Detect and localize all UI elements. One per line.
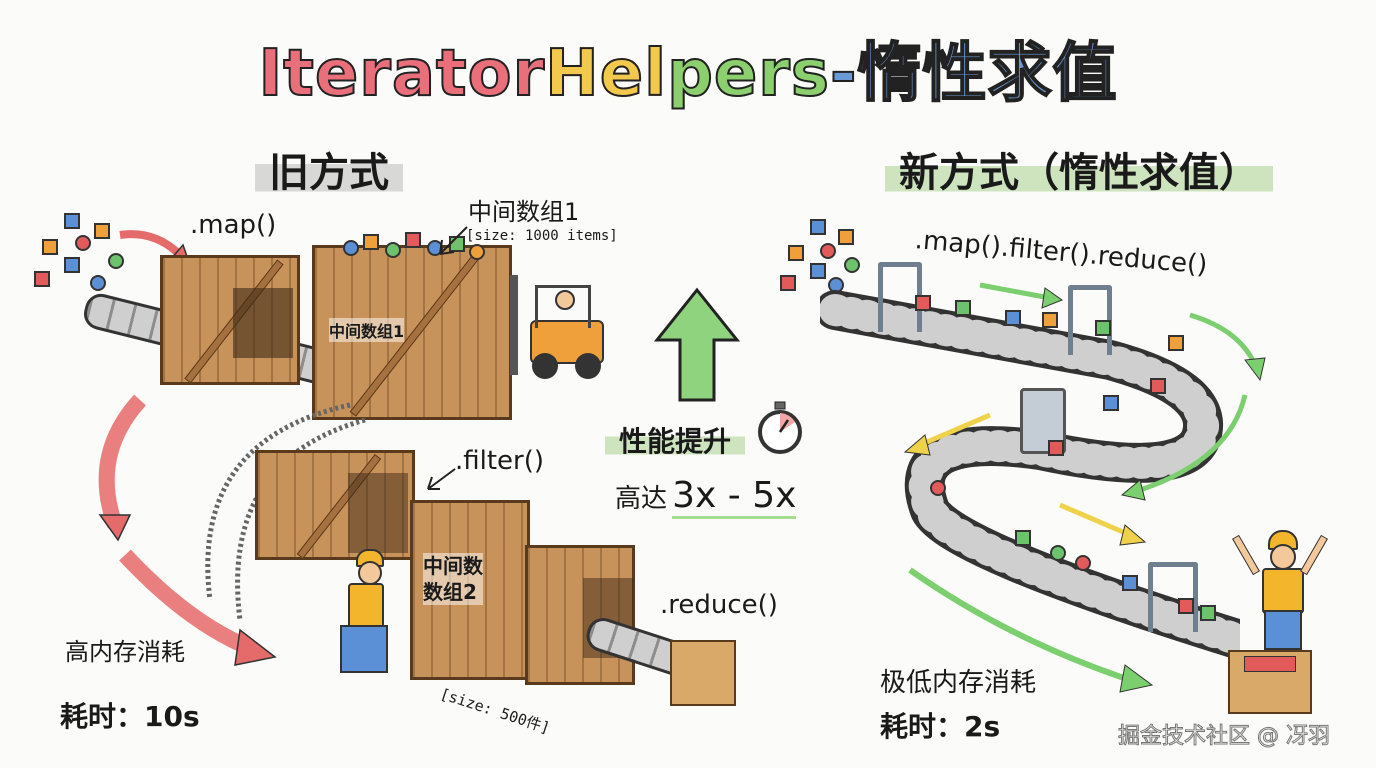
array1-crate-label: 中间数组1 xyxy=(329,318,405,342)
array1-title: 中间数组1 xyxy=(468,198,580,226)
array2-crate: 中间数 数组2 xyxy=(410,500,530,680)
cube-icon xyxy=(42,239,58,255)
map-label: .map() xyxy=(190,210,277,240)
red-curved-arrow-icon xyxy=(98,395,277,666)
title-part-iterator: Iterator xyxy=(257,36,546,112)
map-crate xyxy=(160,255,300,385)
title-part-helpers: Helpers xyxy=(544,36,830,112)
old-time-label: 耗时：10s xyxy=(60,700,200,733)
incoming-items xyxy=(30,205,150,295)
array1-size: [size: 1000 items] xyxy=(466,228,618,244)
winding-conveyor-belt xyxy=(820,290,1240,660)
cube-icon xyxy=(94,223,110,239)
cube-icon xyxy=(64,213,80,229)
speedup-prefix: 高达 xyxy=(615,484,668,514)
ball-icon xyxy=(108,253,124,269)
new-time-label: 耗时：2s xyxy=(880,710,1001,743)
filter-crate xyxy=(255,450,415,560)
title-part-dash: - xyxy=(829,36,858,112)
old-memory-label: 高内存消耗 xyxy=(65,638,185,666)
array1-crate: 中间数组1 xyxy=(312,232,512,420)
cube-icon xyxy=(64,257,80,273)
filter-label: .filter() xyxy=(455,446,545,476)
speedup-value: 3x - 5x xyxy=(672,475,797,519)
flow-arrows xyxy=(903,282,1266,693)
old-way-heading-text: 旧方式 xyxy=(255,150,403,196)
speedup: 高达 3x - 5x xyxy=(615,475,797,519)
happy-worker xyxy=(1232,520,1328,650)
new-way-heading-text: 新方式（惰性求值） xyxy=(885,150,1273,196)
watermark: 掘金技术社区 @ 冴羽 xyxy=(1118,724,1331,750)
reduce-label: .reduce() xyxy=(660,590,778,620)
new-way-heading: 新方式（惰性求值） xyxy=(885,140,1273,198)
performance-up-arrow-icon xyxy=(653,287,741,402)
output-box-icon xyxy=(670,640,736,706)
ball-icon xyxy=(75,235,91,251)
pointer-arrow-icon xyxy=(439,226,468,255)
driver-icon xyxy=(555,290,575,310)
incoming-items xyxy=(780,215,870,300)
title-part-lazy: 惰性求值 xyxy=(857,36,1118,112)
reduce-crate xyxy=(525,545,635,685)
chain-label: .map().filter().reduce() xyxy=(913,225,1209,281)
reduce-gate xyxy=(1148,562,1198,632)
tired-worker xyxy=(330,545,400,675)
page-title: Iterator Helpers - 惰性求值 xyxy=(0,22,1376,114)
perf-label: 性能提升 xyxy=(605,420,746,460)
stopwatch-icon xyxy=(758,401,802,454)
forklift xyxy=(510,275,605,385)
pointer-arrow-icon xyxy=(427,468,456,490)
perf-label-text: 性能提升 xyxy=(605,425,746,458)
ball-icon xyxy=(90,275,106,291)
new-memory-label: 极低内存消耗 xyxy=(880,668,1037,698)
array2-crate-label: 中间数 数组2 xyxy=(423,553,483,605)
cube-icon xyxy=(34,271,50,287)
array2-size: [size: 500件] xyxy=(437,684,553,738)
open-box-icon xyxy=(1228,650,1312,714)
old-way-heading: 旧方式 xyxy=(255,140,403,198)
